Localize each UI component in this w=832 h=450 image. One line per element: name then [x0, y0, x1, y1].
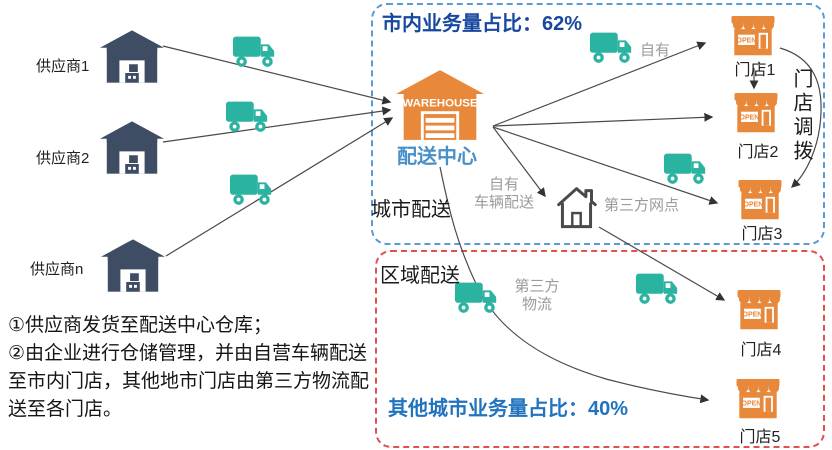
process-notes: ①供应商发货至配送中心仓库； ②由企业进行仓储管理，并由自营车辆配送至市内门店，…: [8, 312, 376, 424]
supplier1-warehouse-icon: [100, 30, 164, 83]
store4-icon: [734, 290, 784, 333]
store5-icon: [733, 379, 783, 422]
distribution-center-warehouse-icon: WAREHOUSE: [396, 70, 484, 140]
region-delivery-label: 区域配送: [380, 265, 460, 287]
city-delivery-label: 城市配送: [371, 199, 451, 221]
truck-icon: [454, 281, 500, 315]
own-fleet-label: 自有: [640, 42, 671, 59]
supplier2-warehouse-icon: [100, 121, 164, 174]
own-vehicle-label-line2: 车辆配送: [473, 194, 534, 211]
store5-label: 门店5: [739, 429, 781, 446]
store1-icon: [728, 16, 778, 59]
truck-icon: [232, 35, 278, 69]
store4-label: 门店4: [740, 342, 782, 359]
own-vehicle-label-line1: 自有: [488, 176, 519, 193]
truck-icon: [635, 272, 681, 306]
city-share-title: 市内业务量占比：62%: [382, 13, 583, 35]
store3-icon: [735, 180, 785, 223]
third-party-node-house-icon: [553, 184, 600, 229]
truck-icon: [229, 173, 275, 207]
city-zone-box: [371, 3, 825, 245]
third-party-logistics-label-line2: 物流: [521, 296, 552, 313]
supplier1-label: 供应商1: [36, 58, 90, 75]
distribution-center-label: 配送中心: [397, 146, 477, 168]
region-share-title: 其他城市业务量占比：40%: [388, 398, 629, 420]
supplier2-label: 供应商2: [36, 150, 90, 167]
third-party-logistics-label-line1: 第三方: [514, 278, 560, 295]
store1-label: 门店1: [734, 62, 776, 79]
truck-icon: [589, 31, 635, 65]
store-transfer-label: 门店调拨: [790, 68, 812, 164]
truck-icon: [663, 152, 709, 186]
note-line-2: ②由企业进行仓储管理，并由自营车辆配送至市内门店，其他地市门店由第三方物流配送至…: [8, 343, 370, 420]
truck-icon: [225, 100, 271, 134]
supplier-n-label: 供应商n: [30, 261, 84, 278]
warehouse-sign-text: WAREHOUSE: [402, 97, 478, 109]
region-zone-box: [375, 250, 825, 448]
store2-label: 门店2: [737, 144, 779, 161]
supplier-n-warehouse-icon: [101, 239, 165, 292]
third-party-node-label: 第三方网点: [604, 197, 680, 214]
store3-label: 门店3: [741, 226, 783, 243]
store2-icon: [731, 93, 781, 136]
note-line-1: ①供应商发货至配送中心仓库；: [8, 315, 273, 336]
